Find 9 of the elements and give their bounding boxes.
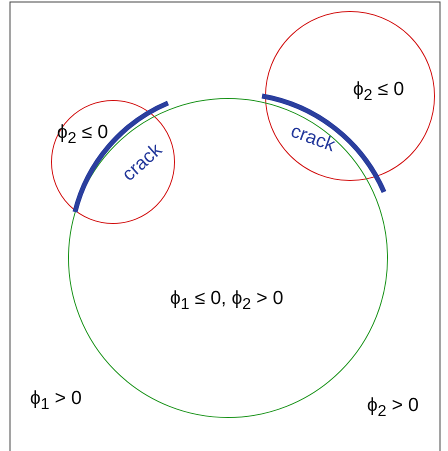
region-circle: [265, 11, 435, 181]
region-condition: ϕ$_{1}$ > 0: [30, 388, 82, 414]
region-circle: [51, 100, 175, 224]
region-condition: ϕ$_{2}$ ≤ 0: [353, 79, 404, 105]
region-condition: ϕ$_{1}$ ≤ 0, ϕ$_{2}$ > 0: [170, 288, 284, 314]
crack-label: crack: [288, 120, 338, 158]
region-condition: ϕ$_{2}$ > 0: [367, 395, 419, 421]
region-condition: ϕ$_{2}$ ≤ 0: [57, 122, 108, 148]
region-circle: [68, 98, 388, 418]
